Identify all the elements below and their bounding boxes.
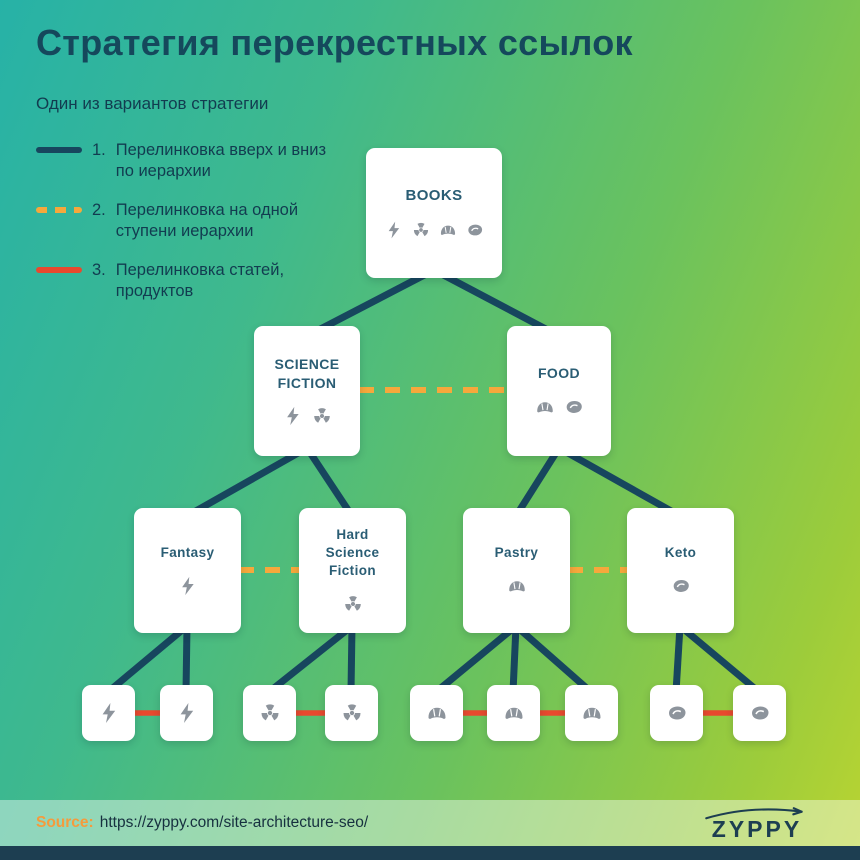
page-title: Стратегия перекрестных ссылок xyxy=(36,22,633,63)
legend-item-hierarchy: 1. Перелинковка вверх и вниз по иерархии xyxy=(36,140,356,183)
steak-icon xyxy=(748,701,772,725)
legend-item-sibling: 2. Перелинковка на одной ступени иерархи… xyxy=(36,200,356,243)
bottom-strip xyxy=(0,846,860,860)
article-node-steak-2 xyxy=(733,685,786,741)
article-node-croissant-1 xyxy=(410,685,463,741)
hierarchy-line-sample xyxy=(36,147,82,153)
logo-arrow-swoosh xyxy=(705,806,803,819)
lightning-icon xyxy=(384,220,404,240)
icon-row xyxy=(534,396,585,418)
legend-label: Перелинковка на одной ступени иерархии xyxy=(115,200,299,241)
legend-label: Перелинковка вверх и вниз по иерархии xyxy=(115,141,327,181)
croissant-icon xyxy=(580,701,604,725)
node-keto: Keto xyxy=(627,508,734,633)
node-science-fiction: SCIENCE FICTION xyxy=(254,326,360,456)
radiation-icon xyxy=(411,220,431,240)
croissant-icon xyxy=(438,220,458,240)
lightning-icon xyxy=(282,405,304,427)
source-label: Source: xyxy=(36,814,94,831)
legend-number: 2. xyxy=(92,200,106,219)
sibling-line-sample xyxy=(36,206,82,213)
lightning-icon xyxy=(97,701,121,725)
icon-row xyxy=(384,220,485,240)
legend-number: 3. xyxy=(92,260,106,279)
legend-number: 1. xyxy=(92,141,106,159)
article-node-croissant-2 xyxy=(487,685,540,741)
article-node-radiation-2 xyxy=(325,685,378,741)
croissant-icon xyxy=(502,701,526,725)
node-label: FOOD xyxy=(537,365,581,382)
brand-name: ZYPPY xyxy=(711,815,803,842)
node-label: Keto xyxy=(664,544,697,560)
legend-label: Перелинковка статей, продуктов xyxy=(115,260,285,301)
legend-item-articles: 3. Перелинковка статей, продуктов xyxy=(36,260,356,303)
croissant-icon xyxy=(506,575,528,597)
article-line-sample xyxy=(36,266,82,273)
icon-row xyxy=(282,405,333,427)
steak-icon xyxy=(465,220,485,240)
article-node-lightning-1 xyxy=(82,685,135,741)
steak-icon xyxy=(563,396,585,418)
source-line: Source: https://zyppy.com/site-architectu… xyxy=(36,814,368,832)
article-node-radiation-1 xyxy=(243,685,296,741)
page-subtitle: Один из вариантов стратегии xyxy=(36,94,269,113)
radiation-icon xyxy=(342,593,364,615)
node-hard-science-fiction: Hard Science Fiction xyxy=(299,508,406,633)
node-label: Hard Science Fiction xyxy=(325,526,380,579)
node-fantasy: Fantasy xyxy=(134,508,241,633)
croissant-icon xyxy=(425,701,449,725)
node-label: BOOKS xyxy=(405,186,463,204)
steak-icon xyxy=(670,575,692,597)
lightning-icon xyxy=(175,701,199,725)
article-node-lightning-2 xyxy=(160,685,213,741)
node-label: Fantasy xyxy=(160,544,215,560)
steak-icon xyxy=(665,701,689,725)
radiation-icon xyxy=(311,405,333,427)
node-food: FOOD xyxy=(507,326,611,456)
radiation-icon xyxy=(340,701,364,725)
croissant-icon xyxy=(534,396,556,418)
node-books: BOOKS xyxy=(366,148,502,278)
node-label: Pastry xyxy=(494,544,539,560)
zyppy-logo: ZYPPY xyxy=(696,806,818,841)
article-node-croissant-3 xyxy=(565,685,618,741)
footer-band: Source: https://zyppy.com/site-architectu… xyxy=(0,800,860,846)
node-pastry: Pastry xyxy=(463,508,570,633)
radiation-icon xyxy=(258,701,282,725)
legend: 1. Перелинковка вверх и вниз по иерархии… xyxy=(36,140,356,303)
source-url[interactable]: https://zyppy.com/site-architecture-seo/ xyxy=(99,814,369,831)
article-node-steak-1 xyxy=(650,685,703,741)
lightning-icon xyxy=(177,575,199,597)
node-label: SCIENCE FICTION xyxy=(274,355,340,391)
